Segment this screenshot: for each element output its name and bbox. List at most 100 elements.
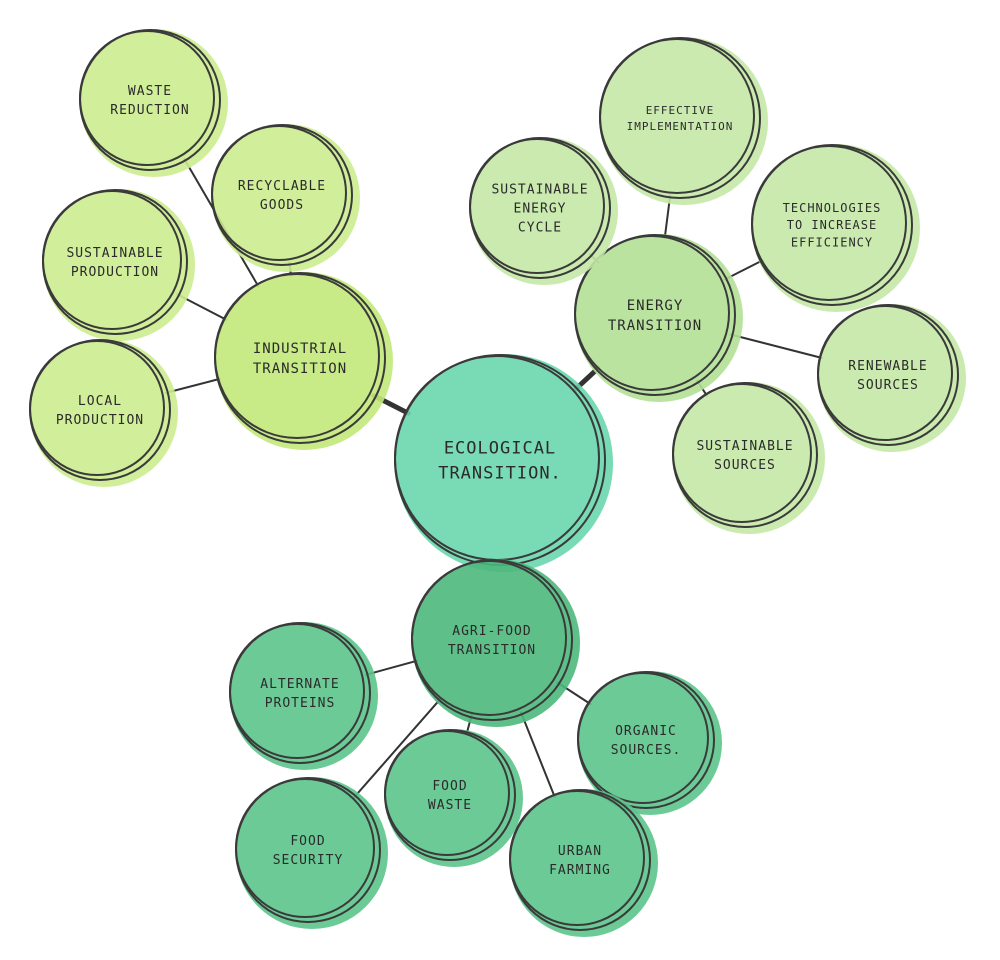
node-industrial-transition: INDUSTRIAL TRANSITION bbox=[214, 272, 393, 450]
node-label: ORGANIC SOURCES. bbox=[611, 724, 682, 758]
node-outline-inner bbox=[235, 778, 375, 918]
node-label-line: LOCAL bbox=[78, 394, 122, 409]
node-label-line: REDUCTION bbox=[110, 103, 189, 118]
node-fill bbox=[385, 729, 523, 867]
node-urban-farming: URBAN FARMING bbox=[509, 789, 658, 937]
node-label-line: TECHNOLOGIES bbox=[783, 201, 882, 215]
node-label-line: CYCLE bbox=[518, 220, 562, 235]
node-label-line: SECURITY bbox=[273, 853, 344, 868]
node-fill bbox=[673, 382, 825, 534]
node-outline-inner bbox=[211, 125, 347, 261]
node-fill bbox=[43, 189, 195, 341]
node-outline-inner bbox=[214, 273, 380, 439]
node-label-line: ENERGY bbox=[627, 298, 684, 314]
node-outline-inner bbox=[29, 340, 165, 476]
node-label-line: EFFICIENCY bbox=[791, 236, 873, 250]
node-fill bbox=[80, 29, 228, 177]
node-outline-inner bbox=[751, 145, 907, 301]
node-label: SUSTAINABLE ENERGY CYCLE bbox=[491, 183, 588, 236]
node-label-line: ALTERNATE bbox=[260, 677, 339, 692]
node-label: SUSTAINABLE SOURCES bbox=[696, 439, 793, 473]
node-alternate-proteins: ALTERNATE PROTEINS bbox=[229, 622, 378, 770]
node-outline-inner bbox=[384, 730, 510, 856]
node-label-line: ORGANIC bbox=[615, 724, 677, 739]
node-label: AGRI-FOOD TRANSITION bbox=[448, 624, 536, 658]
node-agri-food-transition: AGRI-FOOD TRANSITION bbox=[411, 559, 580, 727]
node-fill bbox=[510, 789, 658, 937]
node-fill bbox=[578, 671, 722, 815]
node-label-line: AGRI-FOOD bbox=[452, 624, 531, 639]
node-label: URBAN FARMING bbox=[549, 844, 611, 878]
node-label-line: SUSTAINABLE bbox=[696, 439, 793, 454]
node-label-line: SOURCES. bbox=[611, 743, 682, 758]
node-outline-inner bbox=[79, 30, 215, 166]
node-label-line: URBAN bbox=[558, 844, 602, 859]
node-label-line: SOURCES bbox=[714, 458, 776, 473]
node-outline-inner bbox=[817, 305, 953, 441]
node-local-production: LOCAL PRODUCTION bbox=[29, 339, 178, 487]
node-label: LOCAL PRODUCTION bbox=[56, 394, 144, 428]
node-label: ENERGY TRANSITION bbox=[608, 298, 702, 334]
connector-agri-food_security bbox=[353, 697, 442, 799]
node-label-line: ENERGY bbox=[514, 202, 567, 217]
node-label-line: TRANSITION. bbox=[438, 463, 562, 483]
node-fill bbox=[412, 559, 580, 727]
node-label: INDUSTRIAL TRANSITION bbox=[253, 341, 347, 377]
node-label-line: INDUSTRIAL bbox=[253, 341, 347, 357]
node-label-line: WASTE bbox=[128, 84, 172, 99]
node-fill bbox=[212, 124, 360, 272]
node-fill bbox=[470, 137, 618, 285]
nodes: ECOLOGICAL TRANSITION. INDUSTRIAL TRANSITIO… bbox=[29, 29, 966, 937]
node-label: RECYCLABLE GOODS bbox=[238, 179, 326, 213]
node-fill bbox=[575, 234, 743, 402]
node-label-line: TO INCREASE bbox=[787, 218, 877, 232]
node-label-line: PROTEINS bbox=[265, 696, 336, 711]
node-label-line: FOOD bbox=[290, 834, 325, 849]
node-ecological-transition: ECOLOGICAL TRANSITION. bbox=[394, 354, 613, 572]
node-label-line: RECYCLABLE bbox=[238, 179, 326, 194]
node-food-security: FOOD SECURITY bbox=[235, 777, 388, 929]
node-label-line: TRANSITION bbox=[448, 643, 536, 658]
node-fill bbox=[236, 777, 388, 929]
node-label: ECOLOGICAL TRANSITION. bbox=[438, 439, 562, 484]
node-fill bbox=[230, 622, 378, 770]
node-label-line: TRANSITION bbox=[608, 318, 702, 334]
node-sustainable-energy-cycle: SUSTAINABLE ENERGY CYCLE bbox=[469, 137, 618, 285]
node-fill bbox=[395, 354, 613, 572]
node-label-line: SUSTAINABLE bbox=[491, 183, 588, 198]
node-label-line: PRODUCTION bbox=[56, 413, 144, 428]
node-label: FOOD SECURITY bbox=[273, 834, 344, 868]
node-label-line: ECOLOGICAL bbox=[444, 439, 556, 459]
node-outline-inner bbox=[509, 790, 645, 926]
node-outline-inner bbox=[599, 38, 755, 194]
node-sustainable-sources: SUSTAINABLE SOURCES bbox=[672, 382, 825, 534]
node-energy-transition: ENERGY TRANSITION bbox=[574, 234, 743, 402]
node-label-line: GOODS bbox=[260, 198, 304, 213]
node-technologies-to-increase-efficiency: TECHNOLOGIES TO INCREASE EFFICIENCY bbox=[751, 144, 920, 312]
node-organic-sources: ORGANIC SOURCES. bbox=[577, 671, 722, 815]
node-outline-inner bbox=[577, 672, 709, 804]
node-label-line: TRANSITION bbox=[253, 361, 347, 377]
node-label-line: FOOD bbox=[432, 779, 467, 794]
node-fill bbox=[752, 144, 920, 312]
connector-agri-urban_farming bbox=[520, 711, 556, 798]
node-outline-inner bbox=[469, 138, 605, 274]
node-label-line: PRODUCTION bbox=[71, 265, 159, 280]
node-label-line: IMPLEMENTATION bbox=[627, 120, 734, 133]
node-label-line: FARMING bbox=[549, 863, 611, 878]
node-label: WASTE REDUCTION bbox=[110, 84, 189, 118]
node-label: TECHNOLOGIES TO INCREASE EFFICIENCY bbox=[783, 201, 882, 250]
node-label-line: RENEWABLE bbox=[848, 359, 927, 374]
connector-energy-renewable_sources bbox=[729, 333, 824, 359]
node-fill bbox=[600, 37, 768, 205]
connector-industrial-local_production bbox=[164, 377, 221, 394]
node-outline-inner bbox=[672, 383, 812, 523]
